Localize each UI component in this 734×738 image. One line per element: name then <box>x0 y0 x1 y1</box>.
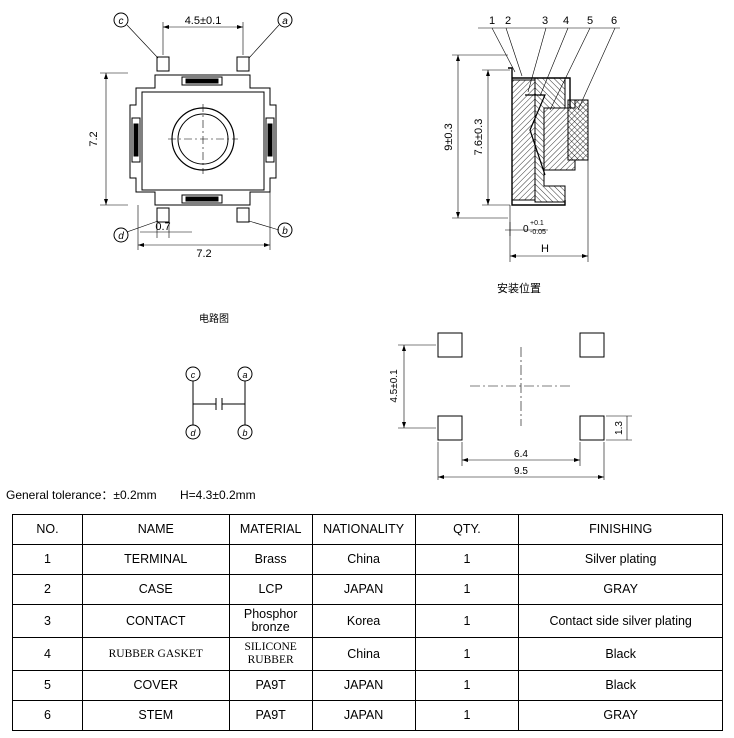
cell-name: CASE <box>81 574 230 605</box>
header-qty: QTY. <box>414 514 520 545</box>
cell-qty: 1 <box>414 700 520 731</box>
cell-material: Brass <box>228 544 313 575</box>
cell-qty: 1 <box>414 544 520 575</box>
cell-finishing: Contact side silver plating <box>518 604 723 638</box>
callout-4: 4 <box>563 15 569 27</box>
cell-no: 5 <box>12 670 83 701</box>
pin-label-a: a <box>282 16 288 27</box>
dim-h-label: H <box>541 243 549 255</box>
cell-finishing: Black <box>518 637 723 671</box>
circuit-title: 电路图 <box>199 312 229 325</box>
pin-label-b: b <box>282 226 288 237</box>
cell-finishing: Black <box>518 670 723 701</box>
cell-finishing: GRAY <box>518 574 723 605</box>
dim-pitch-label: 4.5±0.1 <box>185 15 222 27</box>
cell-material: PA9T <box>228 700 313 731</box>
cell-qty: 1 <box>414 637 520 671</box>
cell-no: 1 <box>12 544 83 575</box>
table-row: 2 CASE LCP JAPAN 1 GRAY <box>12 574 723 605</box>
cell-nationality: China <box>311 637 416 671</box>
cell-nationality: JAPAN <box>311 670 416 701</box>
header-material: MATERIAL <box>228 514 313 545</box>
cell-material: Phosphor bronze <box>228 604 313 638</box>
cell-name: COVER <box>81 670 230 701</box>
table-row: 3 CONTACT Phosphor bronze Korea 1 Contac… <box>12 604 723 638</box>
table-row: 4 RUBBER GASKET SILICONE RUBBER China 1 … <box>12 637 723 671</box>
cell-nationality: China <box>311 544 416 575</box>
pin-label-c: c <box>119 16 124 27</box>
general-tolerance: General tolerance：±0.2mm <box>6 488 157 502</box>
cell-material: LCP <box>228 574 313 605</box>
circuit-diagram <box>185 366 253 440</box>
header-nationality: NATIONALITY <box>311 514 416 545</box>
cell-no: 3 <box>12 604 83 638</box>
cell-name: STEM <box>81 700 230 731</box>
cell-no: 2 <box>12 574 83 605</box>
callout-3: 3 <box>542 15 548 27</box>
circuit-pin-b: b <box>242 428 247 438</box>
table-row: 6 STEM PA9T JAPAN 1 GRAY <box>12 700 723 731</box>
mounting-layout <box>398 332 632 480</box>
h-tolerance: H=4.3±0.2mm <box>180 488 256 502</box>
table-row: 1 TERMINAL Brass China 1 Silver plating <box>12 544 723 575</box>
table-header-row: NO. NAME MATERIAL NATIONALITY QTY. FINIS… <box>12 514 723 545</box>
mount-dim-vertical: 4.5±0.1 <box>389 369 400 403</box>
cell-material: SILICONE RUBBER <box>228 637 313 671</box>
header-finishing: FINISHING <box>518 514 723 545</box>
header-no: NO. <box>12 514 83 545</box>
dim-base-tol-lower: -0.05 <box>530 229 546 236</box>
cell-nationality: Korea <box>311 604 416 638</box>
circuit-pin-a: a <box>242 370 247 380</box>
callout-2: 2 <box>505 15 511 27</box>
tolerance-line: General tolerance：±0.2mm H=4.3±0.2mm <box>6 486 256 503</box>
cell-finishing: Silver plating <box>518 544 723 575</box>
dim-base-label: 0 <box>523 224 529 235</box>
top-view <box>100 12 293 250</box>
dim-width-label: 7.2 <box>196 248 211 260</box>
parts-table: NO. NAME MATERIAL NATIONALITY QTY. FINIS… <box>12 514 723 731</box>
cell-no: 4 <box>12 637 83 671</box>
mount-dim-outer: 9.5 <box>514 466 528 477</box>
cell-qty: 1 <box>414 670 520 701</box>
circuit-pin-c: c <box>191 370 196 380</box>
cell-name: TERMINAL <box>81 544 230 575</box>
switch-drawing: 4.5±0.1 7.2 7.2 0.7 c a d b <box>88 12 632 480</box>
callout-1: 1 <box>489 15 495 27</box>
callout-6: 6 <box>611 15 617 27</box>
dim-overall-label: 9±0.3 <box>443 123 455 150</box>
circuit-pin-d: d <box>190 428 196 438</box>
callout-5: 5 <box>587 15 593 27</box>
cell-no: 6 <box>12 700 83 731</box>
cell-name: RUBBER GASKET <box>81 637 230 671</box>
cell-nationality: JAPAN <box>311 700 416 731</box>
dim-inner-label: 7.6±0.3 <box>473 119 485 156</box>
cell-finishing: GRAY <box>518 700 723 731</box>
dim-pin-label: 0.7 <box>155 221 170 233</box>
cell-name: CONTACT <box>81 604 230 638</box>
mount-dim-inner: 6.4 <box>514 449 528 460</box>
dim-height-label: 7.2 <box>88 131 100 146</box>
cell-qty: 1 <box>414 604 520 638</box>
cell-material: PA9T <box>228 670 313 701</box>
cell-qty: 1 <box>414 574 520 605</box>
table-row: 5 COVER PA9T JAPAN 1 Black <box>12 670 723 701</box>
mount-dim-pad: 1.3 <box>614 421 625 435</box>
side-view <box>452 27 620 262</box>
dim-base-tol-upper: +0.1 <box>530 220 544 227</box>
cell-nationality: JAPAN <box>311 574 416 605</box>
pin-label-d: d <box>118 231 124 242</box>
header-name: NAME <box>81 514 230 545</box>
mounting-title: 安装位置 <box>497 281 541 295</box>
